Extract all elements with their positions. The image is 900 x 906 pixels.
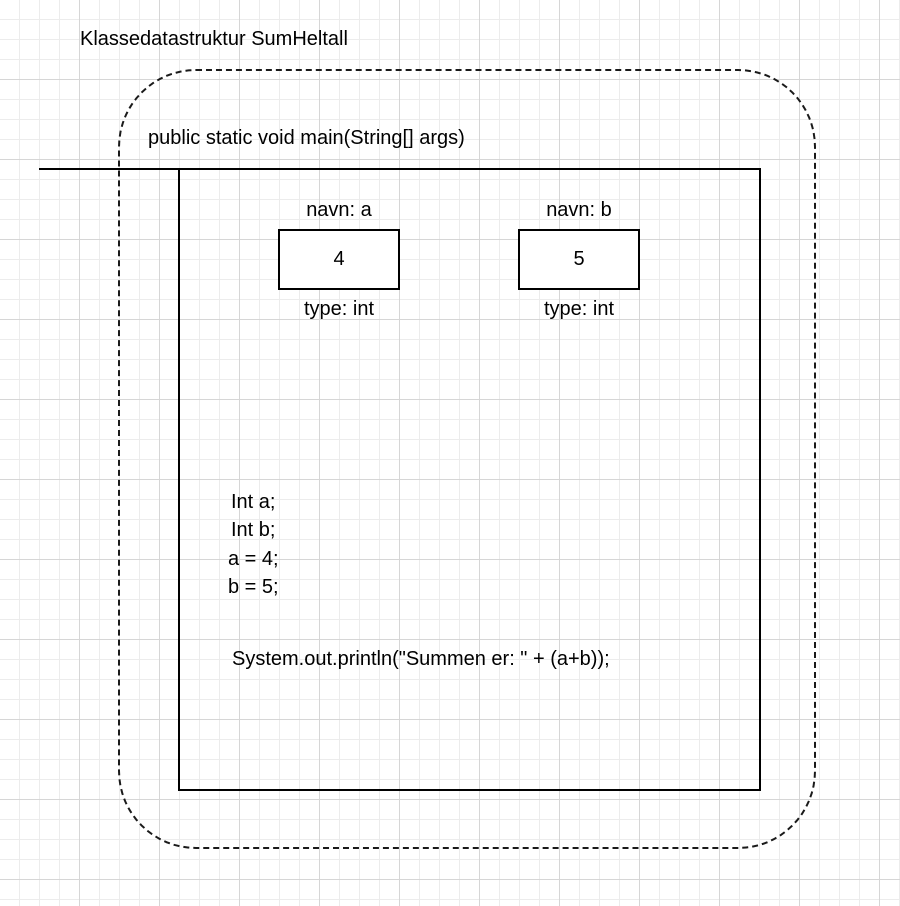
variable-b-value: 5 bbox=[573, 248, 585, 270]
variable-b-name: navn: b bbox=[546, 199, 612, 221]
variable-b-box: 5 bbox=[518, 229, 640, 290]
variable-a-type: type: int bbox=[303, 298, 375, 320]
variable-b-type: type: int bbox=[543, 298, 615, 320]
class-boundary bbox=[118, 69, 816, 849]
variable-a-name: navn: a bbox=[306, 199, 372, 221]
code-line-declare-b: Int b; bbox=[231, 519, 276, 541]
variable-a-value: 4 bbox=[333, 248, 345, 270]
code-line-assign-b: b = 5; bbox=[228, 576, 279, 598]
method-signature: public static void main(String[] args) bbox=[148, 127, 465, 149]
call-entry-line bbox=[39, 168, 180, 170]
variable-a-box: 4 bbox=[278, 229, 400, 290]
code-line-declare-a: Int a; bbox=[231, 491, 276, 513]
method-frame bbox=[178, 168, 761, 791]
print-statement: System.out.println("Summen er: " + (a+b)… bbox=[232, 648, 610, 670]
code-line-assign-a: a = 4; bbox=[228, 548, 279, 570]
class-title: Klassedatastruktur SumHeltall bbox=[80, 28, 348, 50]
